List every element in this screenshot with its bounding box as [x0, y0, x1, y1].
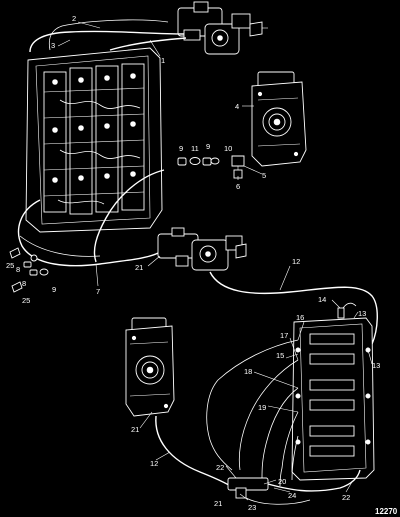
- callout-8-b: 8: [22, 279, 26, 288]
- callout-8-a: 8: [16, 265, 20, 274]
- callout-2: 2: [72, 14, 76, 23]
- callout-5: 5: [262, 171, 266, 180]
- fitting-set-left: [9, 247, 49, 293]
- callout-14: 12: [150, 459, 158, 468]
- upper-fuel-pump: [177, 1, 268, 55]
- fitting-set-middle: [177, 155, 245, 179]
- callout-21-a: 21: [135, 263, 143, 272]
- engine-block: [25, 47, 163, 233]
- callout-21-c: 21: [214, 499, 222, 508]
- callout-16: 16: [296, 313, 304, 322]
- callout-11: 11: [191, 144, 199, 153]
- callout-3: 3: [51, 41, 55, 50]
- callout-21-b: 21: [131, 425, 139, 434]
- callout-19: 19: [258, 403, 266, 412]
- callout-13-b: 15: [276, 351, 284, 360]
- callout-25-b: 25: [22, 296, 30, 305]
- vapor-separator-upper: [251, 71, 307, 167]
- callout-13-a: 14: [318, 295, 326, 304]
- callout-15: 12: [292, 257, 300, 266]
- callout-12-a: 13: [358, 309, 366, 318]
- hose-junction: [227, 469, 361, 505]
- callout-6: 6: [236, 182, 240, 191]
- callout-labels: 2 3 1 4 9 11 9 10 5 6 21 25 8 8 9 25 7 1…: [6, 14, 398, 516]
- vapor-separator-lower: [125, 317, 175, 417]
- callout-25-a: 25: [6, 261, 14, 270]
- figure-reference-number: 12270: [375, 507, 398, 516]
- callout-10: 10: [224, 144, 232, 153]
- callout-22-b: 22: [342, 493, 350, 502]
- callout-22-a: 22: [216, 463, 224, 472]
- callout-18: 18: [244, 367, 252, 376]
- callout-4: 4: [235, 102, 239, 111]
- callout-9-b: 9: [206, 142, 210, 151]
- callout-9-a: 9: [179, 144, 183, 153]
- callout-1: 1: [161, 56, 165, 65]
- intake-manifold: [291, 317, 375, 481]
- callout-17: 17: [280, 331, 288, 340]
- callout-23: 23: [248, 503, 256, 512]
- lower-fuel-pump: [157, 227, 247, 271]
- callout-12-b: 13: [372, 361, 380, 370]
- callout-9-c: 9: [52, 285, 56, 294]
- callout-24: 24: [288, 491, 296, 500]
- callout-7: 7: [96, 287, 100, 296]
- callout-20: 20: [278, 477, 286, 486]
- leader-lines: [57, 21, 373, 501]
